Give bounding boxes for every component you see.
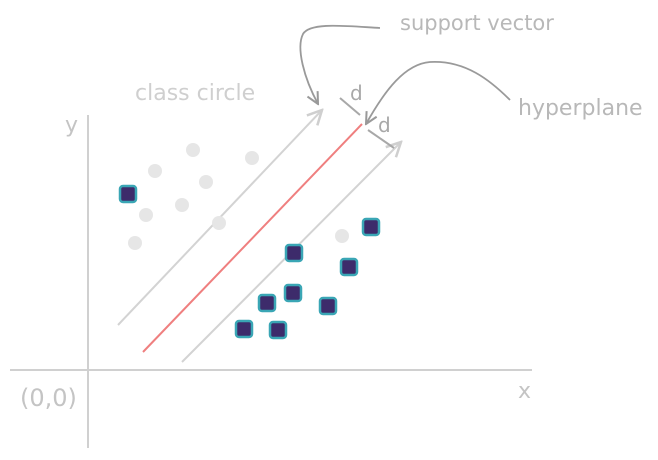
origin-label: (0,0) — [20, 384, 77, 412]
support-vector-arrow — [299, 24, 381, 104]
class-circle-label: class circle — [135, 81, 255, 106]
distance-label-lower: d — [378, 113, 391, 137]
class-circles — [128, 143, 349, 250]
y-axis-label: y — [65, 113, 78, 138]
class-circle-point — [335, 229, 349, 243]
hyperplane-label: hyperplane — [518, 96, 643, 121]
distance-label-upper: d — [350, 81, 363, 105]
class-square-point — [234, 319, 254, 339]
x-axis-label: x — [518, 379, 531, 404]
class-circle-point — [139, 208, 153, 222]
class-circle-point — [148, 164, 162, 178]
class-square-point — [283, 283, 303, 303]
class-square-point — [318, 296, 338, 316]
hyperplane-arrow — [366, 61, 511, 124]
class-circle-point — [212, 216, 226, 230]
class-circle-point — [199, 175, 213, 189]
distance-tick-lower — [367, 129, 395, 149]
class-square-point — [118, 184, 138, 204]
class-square-point — [339, 257, 359, 277]
class-square-point — [361, 217, 381, 237]
support-vector-label: support vector — [400, 11, 554, 35]
class-circle-point — [186, 143, 200, 157]
class-circle-point — [128, 236, 142, 250]
hyperplane-line — [142, 123, 363, 353]
class-square-point — [268, 320, 288, 340]
class-circle-point — [175, 198, 189, 212]
distance-tick-upper — [339, 97, 361, 116]
class-square-point — [284, 243, 304, 263]
class-squares — [118, 184, 381, 340]
axes — [10, 115, 532, 448]
class-square-point — [257, 293, 277, 313]
class-circle-point — [245, 151, 259, 165]
